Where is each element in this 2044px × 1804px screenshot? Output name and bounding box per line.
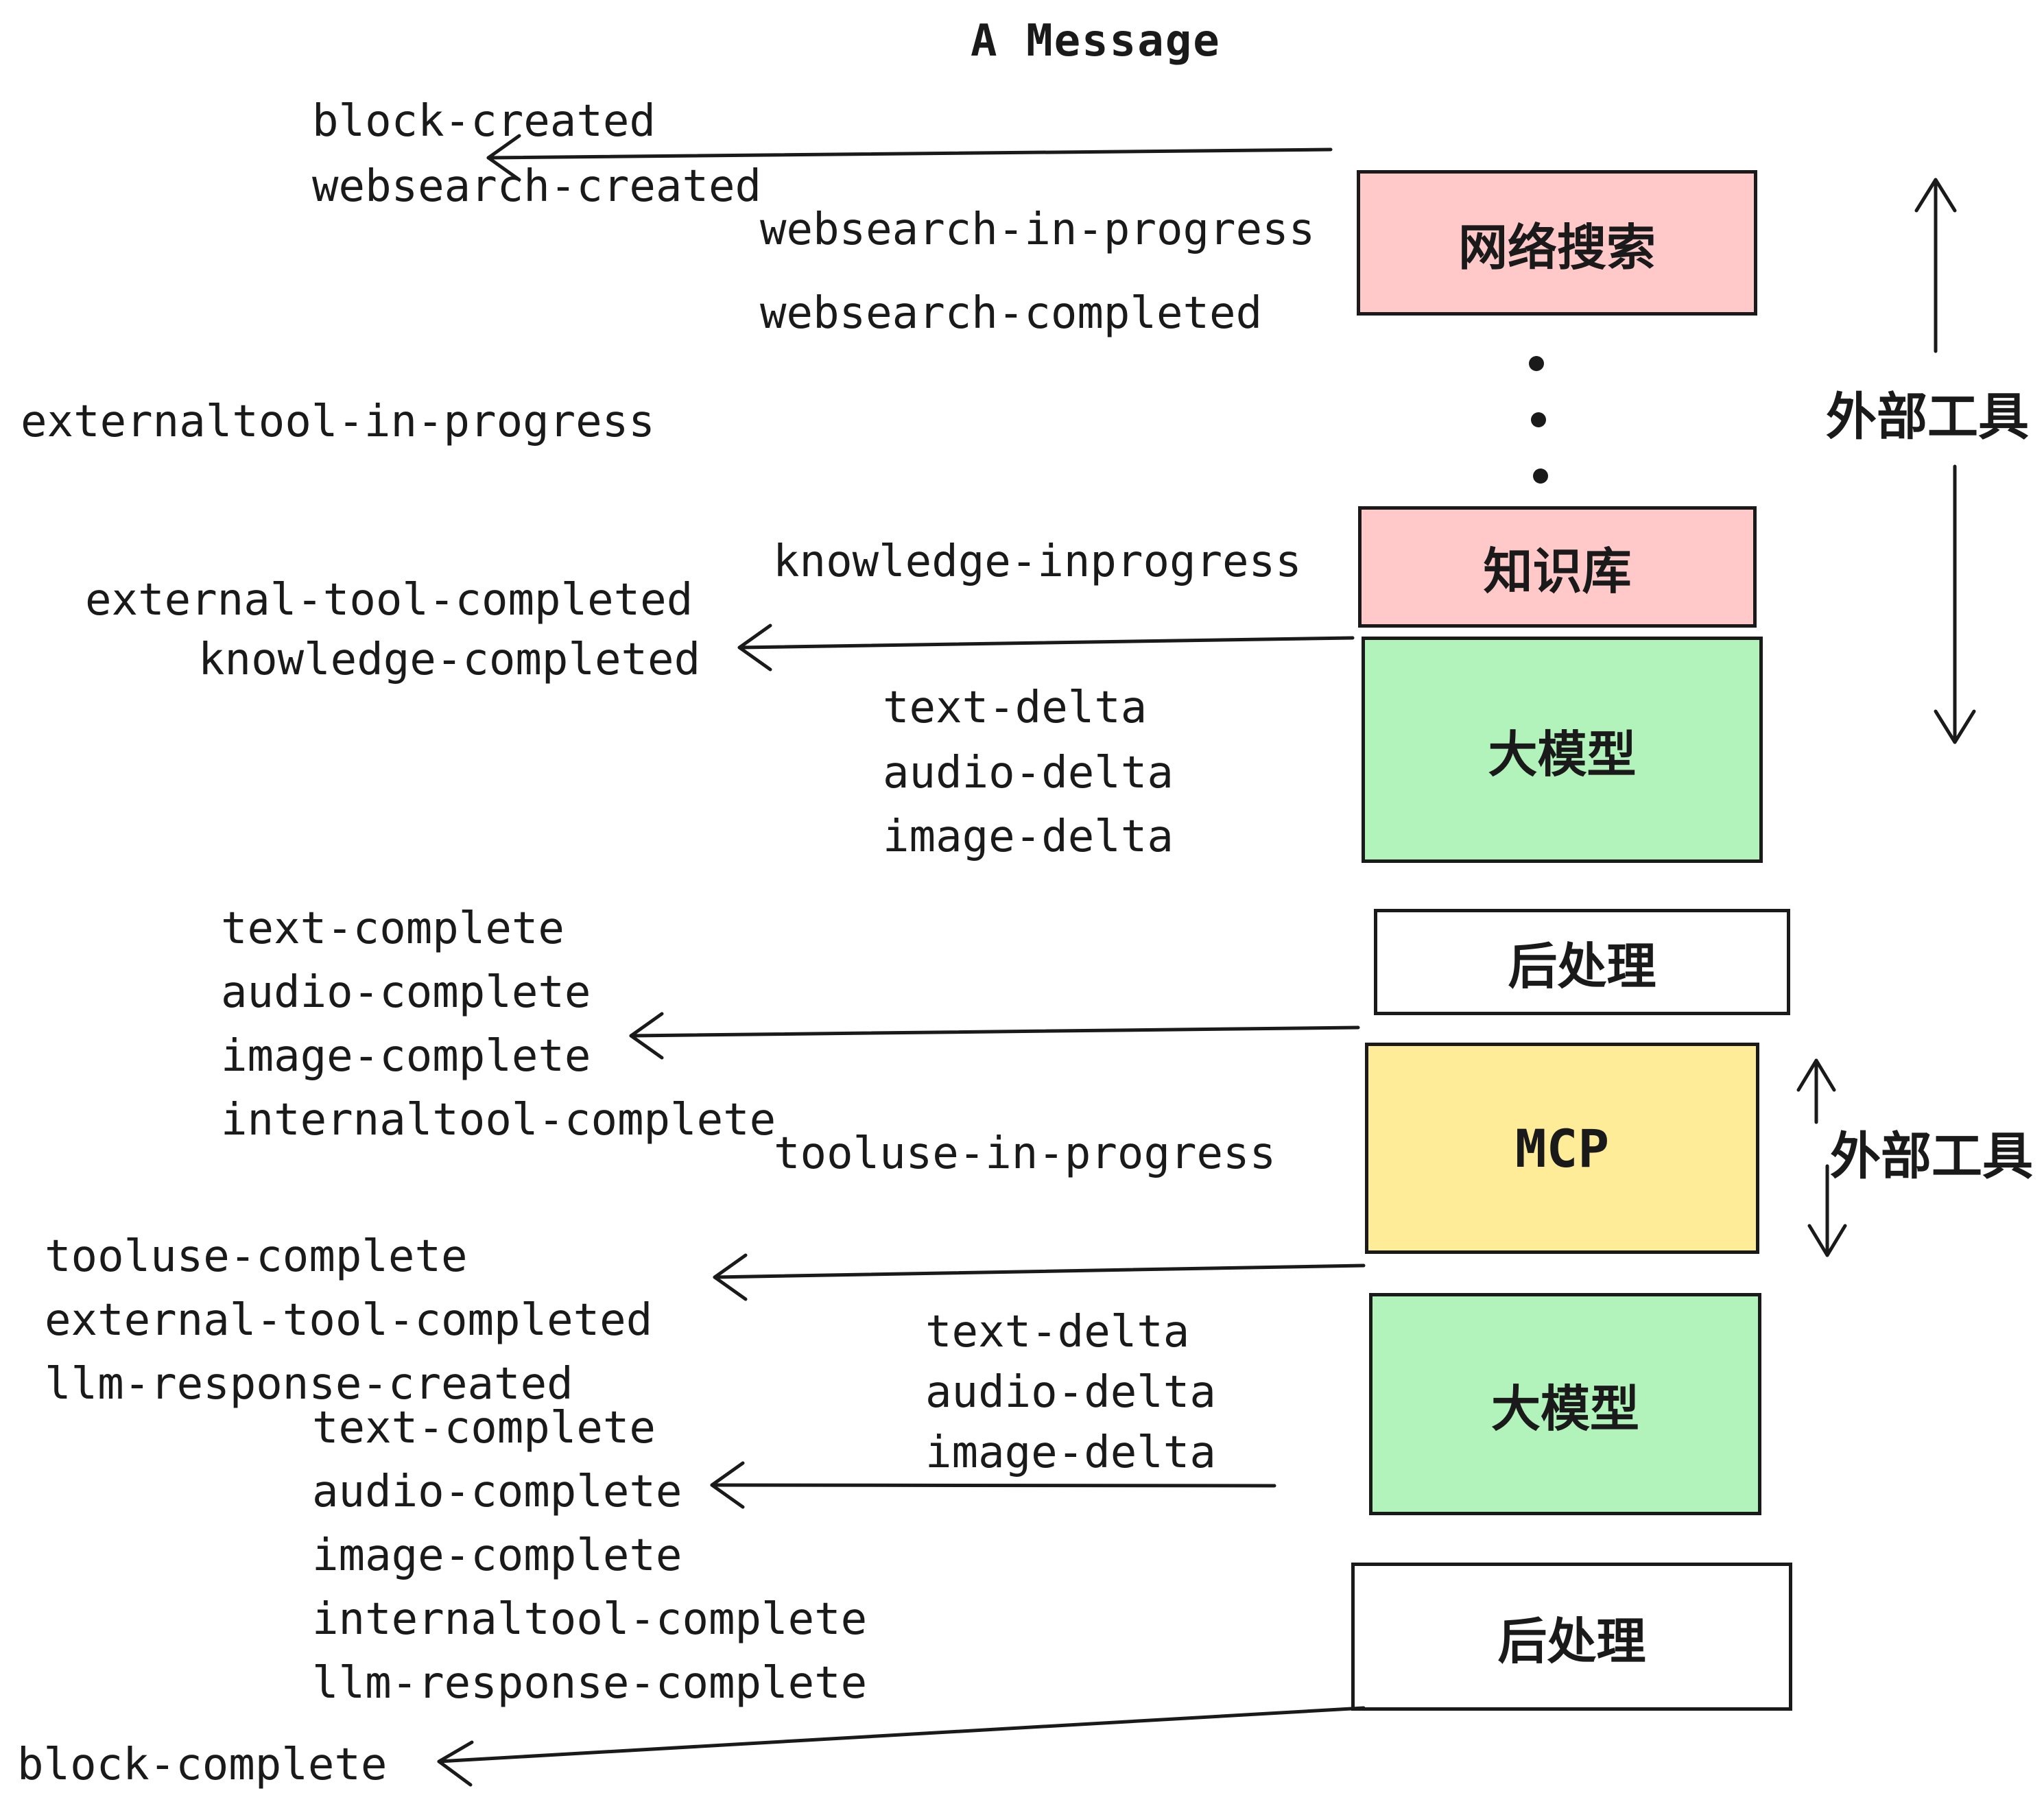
event-label-audio-delta-2: audio-delta: [925, 1367, 1216, 1418]
event-label-text-delta-2: text-delta: [925, 1307, 1190, 1357]
event-label-websearch-completed: websearch-completed: [760, 288, 1263, 339]
event-label-image-complete-1: image-complete: [221, 1031, 591, 1082]
diagram-title: A Message: [971, 16, 1221, 67]
box-websearch: 网络搜索: [1357, 170, 1757, 316]
event-label-block-created: block-created: [312, 96, 656, 147]
event-label-external-tool-completed-1: external-tool-completed: [85, 575, 693, 626]
vertical-dots: [1529, 356, 1548, 484]
external-tools-top-down-arrow: [1934, 464, 1976, 744]
box-llm-1: 大模型: [1362, 637, 1763, 863]
box-postprocess-2-label: 后处理: [1497, 1612, 1646, 1670]
box-postprocess-2: 后处理: [1351, 1563, 1792, 1711]
event-label-tooluse-in-progress: tooluse-in-progress: [774, 1128, 1276, 1179]
event-label-text-delta-1: text-delta: [883, 683, 1148, 733]
event-label-audio-complete-2: audio-complete: [312, 1467, 682, 1517]
arrow-to-knowledge-completed: [737, 624, 1355, 672]
event-label-externaltool-in-progress: externaltool-in-progress: [21, 396, 655, 447]
external-tools-label-mid: 外部工具: [1830, 1127, 2033, 1186]
box-llm-2-label: 大模型: [1490, 1379, 1639, 1438]
box-postprocess-1-label: 后处理: [1508, 938, 1656, 995]
event-label-text-complete-2: text-complete: [312, 1403, 656, 1453]
box-knowledge-label: 知识库: [1483, 543, 1632, 600]
box-mcp: MCP: [1365, 1043, 1759, 1254]
external-tools-mid-up-arrow: [1796, 1058, 1836, 1124]
event-label-audio-complete-1: audio-complete: [221, 967, 591, 1018]
event-label-image-delta-2: image-delta: [925, 1427, 1216, 1478]
event-label-internaltool-complete-1: internaltool-complete: [221, 1095, 776, 1146]
event-label-websearch-in-progress: websearch-in-progress: [760, 204, 1316, 255]
box-postprocess-1: 后处理: [1374, 909, 1790, 1015]
event-label-audio-delta-1: audio-delta: [883, 748, 1174, 798]
event-label-image-delta-1: image-delta: [883, 811, 1174, 862]
event-label-internaltool-complete-2: internaltool-complete: [312, 1594, 868, 1645]
box-websearch-label: 网络搜索: [1458, 218, 1656, 276]
arrow-to-image-complete: [629, 1012, 1360, 1060]
box-mcp-label: MCP: [1514, 1117, 1610, 1179]
event-label-text-complete-1: text-complete: [221, 903, 565, 954]
box-knowledge: 知识库: [1358, 506, 1757, 628]
external-tools-top-up-arrow: [1914, 178, 1957, 353]
event-label-external-tool-completed-2: external-tool-completed: [45, 1295, 653, 1346]
event-label-websearch-created: websearch-created: [312, 161, 762, 212]
external-tools-label-top: 外部工具: [1826, 388, 2029, 447]
box-llm-1-label: 大模型: [1488, 725, 1637, 783]
event-label-tooluse-complete: tooluse-complete: [45, 1231, 468, 1282]
event-label-knowledge-inprogress: knowledge-inprogress: [773, 536, 1302, 587]
arrow-to-external-tool-completed: [713, 1253, 1366, 1301]
event-label-block-complete: block-complete: [17, 1740, 388, 1790]
event-label-llm-response-complete: llm-response-complete: [312, 1658, 868, 1709]
box-llm-2: 大模型: [1369, 1293, 1761, 1515]
event-label-knowledge-completed: knowledge-completed: [198, 634, 701, 685]
event-label-image-complete-2: image-complete: [312, 1530, 682, 1581]
arrow-to-block-complete: [437, 1706, 1366, 1787]
event-label-llm-response-created: llm-response-created: [45, 1359, 573, 1410]
